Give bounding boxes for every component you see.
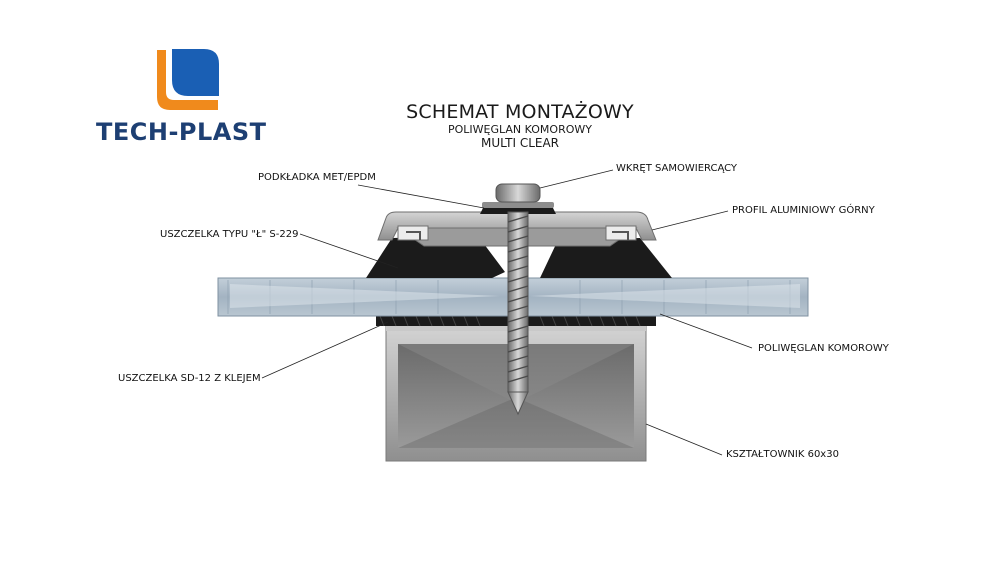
self-drilling-screw (495, 183, 541, 416)
label-top-profile: PROFIL ALUMINIOWY GÓRNY (732, 205, 875, 216)
gasket-sd12-ribs (379, 315, 641, 327)
leader-gasket-l (299, 233, 399, 269)
diagram-title: SCHEMAT MONTAŻOWY (406, 101, 634, 123)
leader-screw (539, 169, 614, 189)
label-gasket-sd12: USZCZELKA SD-12 Z KLEJEM (118, 373, 261, 384)
leader-lines (261, 169, 753, 456)
diagram-subtitle-2: MULTI CLEAR (480, 136, 560, 150)
leader-top-profile (651, 210, 729, 231)
leader-polycarbonate (659, 313, 753, 349)
washer-met-epdm (480, 201, 556, 214)
leader-gasket-sd (261, 321, 389, 379)
leader-section (645, 423, 723, 456)
diagram-subtitle: POLIWĘGLAN KOMOROWY (448, 123, 592, 136)
logo-blue-shape (172, 49, 219, 96)
gasket-s229-right (540, 238, 672, 278)
label-section: KSZTAŁTOWNIK 60x30 (726, 449, 839, 460)
tech-plast-logo (157, 49, 219, 110)
brand-name: TECH-PLAST (96, 118, 267, 146)
logo-orange-shape (157, 50, 218, 110)
label-screw: WKRĘT SAMOWIERCĄCY (616, 163, 738, 174)
leader-washer (357, 184, 485, 209)
label-washer: PODKŁADKA MET/EPDM (258, 172, 376, 183)
label-polycarbonate: POLIWĘGLAN KOMOROWY (758, 343, 889, 354)
label-gasket-s229: USZCZELKA TYPU "Ł" S-229 (160, 229, 299, 240)
